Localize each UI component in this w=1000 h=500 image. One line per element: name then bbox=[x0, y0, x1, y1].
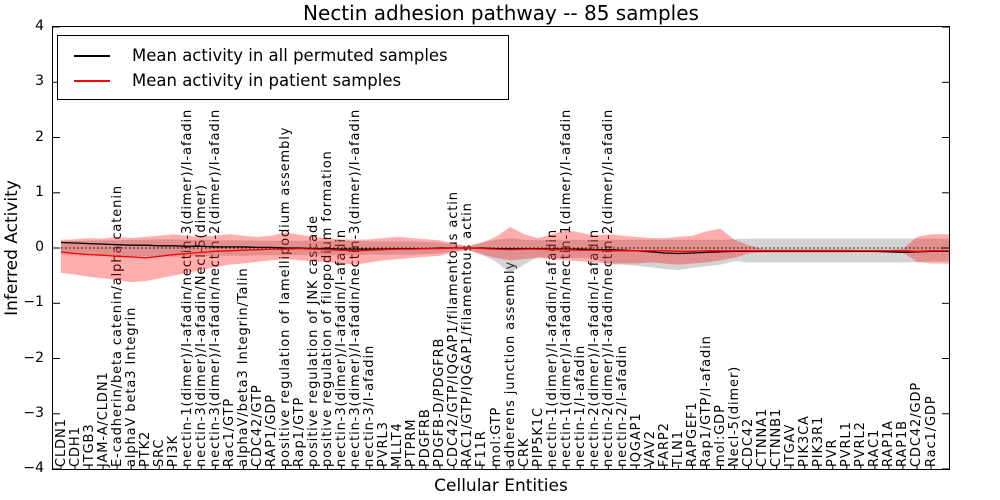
mean-patient-line bbox=[60, 247, 949, 259]
legend-label-permuted: Mean activity in all permuted samples bbox=[132, 46, 448, 65]
legend-row-patient: Mean activity in patient samples bbox=[74, 68, 508, 93]
patient-std-band bbox=[61, 227, 949, 283]
legend-row-permuted: Mean activity in all permuted samples bbox=[74, 43, 508, 68]
y-tick-label: 4 bbox=[35, 18, 44, 34]
y-tick-label: −2 bbox=[23, 349, 44, 366]
y-tick-label: −3 bbox=[23, 404, 44, 421]
legend-label-patient: Mean activity in patient samples bbox=[132, 71, 402, 90]
y-tick-label: 0 bbox=[35, 239, 44, 255]
y-tick-label: 3 bbox=[35, 73, 44, 90]
chart-title: Nectin adhesion pathway -- 85 samples bbox=[303, 1, 699, 25]
y-tick-label: 1 bbox=[35, 183, 44, 200]
legend-line-patient bbox=[74, 79, 110, 82]
y-tick-label: −4 bbox=[23, 460, 44, 476]
legend-line-permuted bbox=[74, 54, 110, 57]
x-axis-title: Cellular Entities bbox=[434, 476, 568, 496]
legend: Mean activity in all permuted samples Me… bbox=[57, 35, 509, 100]
y-tick-label: 2 bbox=[35, 128, 44, 145]
chart-canvas bbox=[53, 27, 949, 469]
permuted-std-band bbox=[61, 238, 949, 273]
y-tick-label: −1 bbox=[23, 294, 44, 311]
